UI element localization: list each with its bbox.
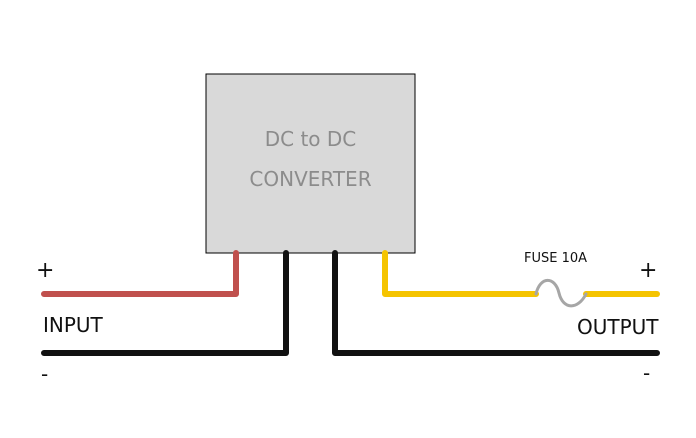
input-ground-wire	[41, 250, 289, 356]
output-ground-wire	[332, 250, 660, 356]
output-positive-wire-a	[382, 250, 539, 297]
input-label: INPUT	[43, 313, 103, 337]
converter-box	[205, 73, 416, 254]
input-plus-sign: +	[36, 258, 55, 283]
output-minus-sign: -	[643, 361, 651, 385]
input-positive-wire	[41, 250, 239, 297]
converter-title-line2: CONVERTER	[249, 167, 372, 191]
input-minus-sign: -	[41, 362, 49, 386]
converter-title-line1: DC to DC	[264, 127, 357, 151]
output-label: OUTPUT	[577, 315, 659, 339]
fuse-label: FUSE 10A	[524, 251, 588, 266]
fuse-symbol	[534, 278, 588, 308]
output-plus-sign: +	[639, 258, 658, 283]
